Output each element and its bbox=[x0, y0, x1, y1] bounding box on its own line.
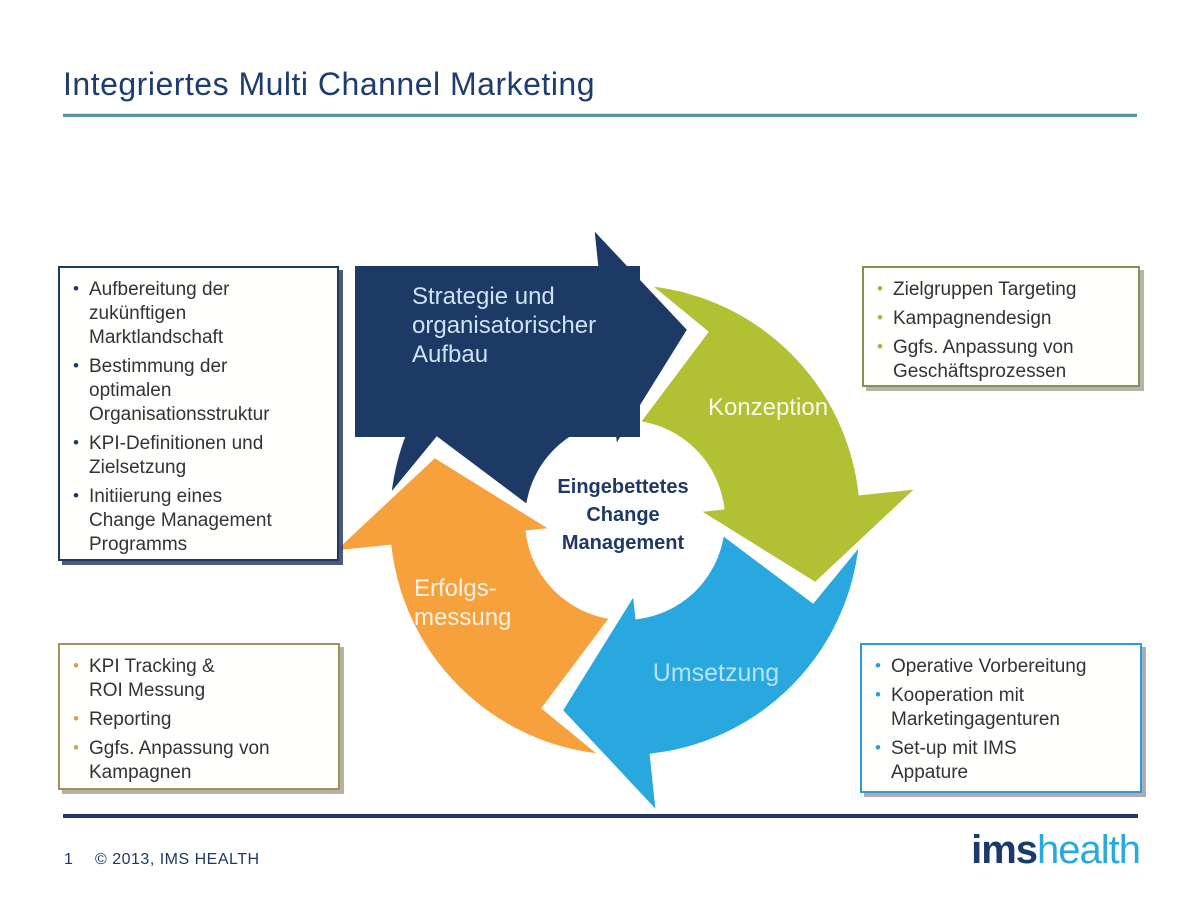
label-strategie: Strategie und organisatorischer Aufbau bbox=[412, 282, 596, 369]
footer-divider bbox=[63, 814, 1138, 818]
list-item: Bestimmung der optimalen Organisationsst… bbox=[70, 354, 329, 427]
list-item: Ggfs. Anpassung von Kampagnen bbox=[70, 736, 330, 785]
label-line: Aufbau bbox=[412, 341, 489, 368]
page-title: Integriertes Multi Channel Marketing bbox=[63, 66, 596, 102]
label-konzeption: Konzeption bbox=[707, 394, 829, 421]
list-item: Reporting bbox=[70, 707, 330, 732]
copyright-text: © 2013, IMS HEALTH bbox=[95, 851, 260, 868]
list-item: Ggfs. Anpassung von Geschäftsprozessen bbox=[874, 335, 1130, 384]
ims-health-logo: imshealth bbox=[971, 828, 1141, 873]
list-item: Set-up mit IMS Appature bbox=[872, 736, 1132, 785]
list-item: Kooperation mit Marketingagenturen bbox=[872, 683, 1132, 732]
label-line: Management bbox=[561, 532, 685, 554]
note-box-top-right: Zielgruppen Targeting Kampagnendesign Gg… bbox=[862, 266, 1140, 387]
bullet-list: Aufbereitung der zukünftigen Marktlandsc… bbox=[60, 268, 337, 568]
title-underline bbox=[63, 113, 1137, 117]
list-item: Kampagnendesign bbox=[874, 306, 1130, 331]
logo-health-text: health bbox=[1037, 828, 1141, 872]
list-item: KPI-Definitionen und Zielsetzung bbox=[70, 431, 329, 480]
label-umsetzung: Umsetzung bbox=[652, 659, 780, 687]
list-item: Initiierung eines Change Management Prog… bbox=[70, 484, 329, 557]
list-item: Zielgruppen Targeting bbox=[874, 277, 1130, 302]
note-box-bottom-right: Operative Vorbereitung Kooperation mit M… bbox=[860, 643, 1142, 793]
label-line: organisatorischer bbox=[412, 312, 597, 339]
bullet-list: KPI Tracking & ROI Messung Reporting Ggf… bbox=[60, 645, 338, 796]
label-line: Change bbox=[586, 504, 660, 526]
label-line: Eingebettetes bbox=[557, 476, 689, 498]
note-box-bottom-left: KPI Tracking & ROI Messung Reporting Ggf… bbox=[58, 643, 340, 790]
bullet-list: Operative Vorbereitung Kooperation mit M… bbox=[862, 645, 1140, 796]
note-box-top-left: Aufbereitung der zukünftigen Marktlandsc… bbox=[58, 266, 339, 561]
label-line: Erfolgs- bbox=[414, 575, 497, 602]
logo-ims-text: ims bbox=[971, 828, 1038, 872]
label-line: Strategie und bbox=[412, 283, 555, 310]
list-item: Aufbereitung der zukünftigen Marktlandsc… bbox=[70, 277, 329, 350]
label-center-change-management: Eingebettetes Change Management bbox=[520, 473, 726, 557]
list-item: Operative Vorbereitung bbox=[872, 654, 1132, 679]
bullet-list: Zielgruppen Targeting Kampagnendesign Gg… bbox=[864, 268, 1138, 395]
page-number: 1 bbox=[64, 851, 73, 868]
list-item: KPI Tracking & ROI Messung bbox=[70, 654, 330, 703]
konzeption-arrow bbox=[635, 286, 914, 582]
label-erfolgsmessung: Erfolgs- messung bbox=[414, 574, 511, 632]
strategie-banner bbox=[355, 266, 640, 437]
label-line: messung bbox=[414, 604, 512, 631]
umsetzung-arrowhead bbox=[563, 597, 706, 809]
